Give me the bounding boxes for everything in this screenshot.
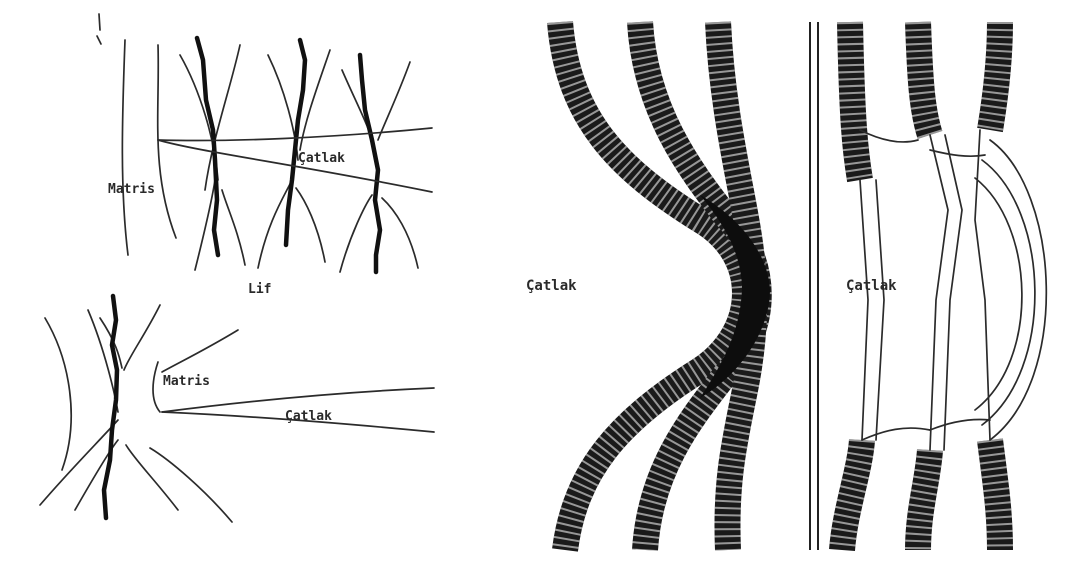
interface-crack <box>930 150 985 156</box>
fiber-band <box>990 22 1000 550</box>
label-catlak: Çatlak <box>526 278 577 294</box>
matrix-deformation-line <box>382 198 418 268</box>
fiber <box>197 38 218 255</box>
panel-right: Çatlak <box>810 22 1046 550</box>
scan-artifact <box>97 14 101 44</box>
panel-middle: Çatlak <box>526 22 770 550</box>
label-catlak: Çatlak <box>846 278 897 294</box>
matrix-deformation-line <box>150 448 232 522</box>
label-matris: Matris <box>163 374 210 389</box>
debonded-fiber-outline <box>944 135 962 450</box>
matrix-deformation-line <box>195 180 215 270</box>
matrix-deformation-line <box>126 445 178 510</box>
debonded-fiber-outline <box>876 180 884 440</box>
matrix-deformation-line <box>153 362 160 412</box>
bridging-fiber-arc <box>975 178 1022 410</box>
label-lif: Lif <box>248 282 271 297</box>
bridging-fiber-arc <box>982 160 1035 425</box>
bridging-fiber-arc <box>990 140 1046 440</box>
fiber-band <box>918 22 930 550</box>
interface-crack <box>930 419 990 430</box>
panel-top-left: Matris Çatlak Lif <box>97 14 432 297</box>
matrix-deformation-line <box>296 188 325 262</box>
interface-crack <box>860 130 918 142</box>
matrix-deformation-line <box>222 190 245 265</box>
matrix-deformation-line <box>45 318 71 470</box>
fiber <box>360 55 380 272</box>
label-catlak: Çatlak <box>285 409 332 424</box>
interface-crack <box>862 428 930 440</box>
matrix-deformation-line <box>162 330 238 372</box>
fiber <box>104 296 117 518</box>
matrix-deformation-line <box>340 195 372 272</box>
label-catlak: Çatlak <box>298 151 345 166</box>
panel-bottom-left: Matris Çatlak <box>40 296 434 522</box>
matrix-boundary <box>122 40 128 255</box>
label-matris: Matris <box>108 182 155 197</box>
matrix-deformation-line <box>378 62 410 140</box>
debonded-fiber-outline <box>860 180 868 440</box>
debonded-fiber-outline <box>975 130 990 440</box>
matrix-deformation-line <box>124 305 160 370</box>
